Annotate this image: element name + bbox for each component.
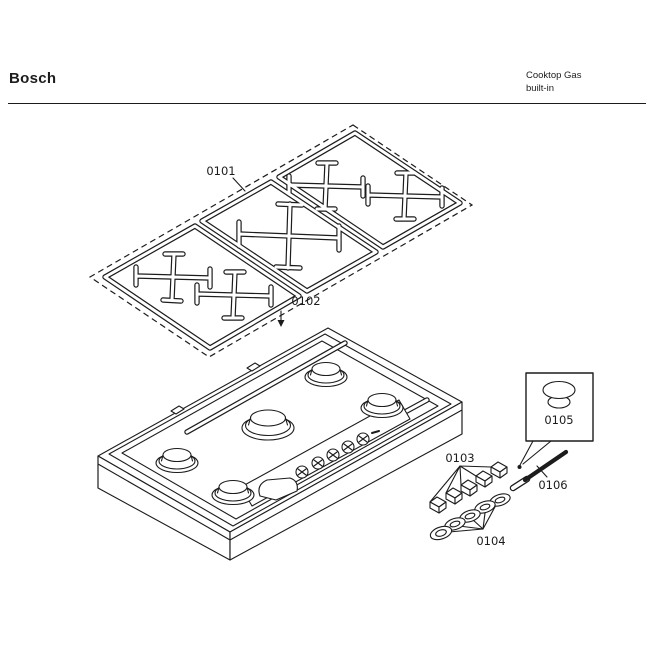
control-knob xyxy=(445,487,463,505)
grate-assembly: 0101 xyxy=(88,124,474,358)
part-label-rings: 0104 xyxy=(476,534,505,548)
part-label-igniter: 0106 xyxy=(538,478,567,492)
grate-leader-line xyxy=(232,177,246,192)
header-rule xyxy=(8,103,646,104)
mounting-clip xyxy=(246,362,261,372)
knob-ring xyxy=(429,525,453,541)
strip-tick xyxy=(371,430,380,434)
valve-spindles xyxy=(295,430,380,479)
cooktop-body: 0102 xyxy=(97,294,463,561)
cooktop-tray-recess xyxy=(121,340,439,520)
igniter-module-cover xyxy=(258,477,298,501)
ring-set: 0104 xyxy=(429,493,511,548)
control-knob xyxy=(460,479,478,497)
part-label-knobs: 0103 xyxy=(445,451,474,465)
product-title: Cooktop Gas built-in xyxy=(526,69,581,95)
ring-fan-lines xyxy=(448,504,497,533)
part-label-cooktop: 0102 xyxy=(291,294,320,308)
grate-outline-dashed xyxy=(88,124,474,358)
control-knob xyxy=(475,470,493,488)
burner-cap-icon xyxy=(542,380,576,409)
part-label-cap: 0105 xyxy=(544,413,573,427)
cap-position-dot xyxy=(517,465,522,469)
burner-left xyxy=(155,447,199,474)
burner-front xyxy=(211,479,255,506)
cooktop-rim-lip xyxy=(97,401,463,561)
control-strip xyxy=(240,399,411,507)
brand-logo: Bosch xyxy=(9,70,57,87)
burner-back xyxy=(304,361,348,388)
control-knob xyxy=(490,461,508,479)
control-knob xyxy=(429,496,447,514)
part-label-grates: 0101 xyxy=(206,164,235,178)
igniter-leader-line xyxy=(536,465,548,478)
product-title-line1: Cooktop Gas xyxy=(526,70,582,81)
knob-ring xyxy=(474,500,496,514)
burner-cap-detail-box: 0105 xyxy=(517,372,594,469)
mounting-clip xyxy=(170,405,185,415)
cooktop-inner-rim xyxy=(108,333,452,527)
detail-box-leader-lines xyxy=(519,440,552,466)
igniter: 0106 xyxy=(509,449,569,492)
knob-fan-lines xyxy=(429,465,492,503)
burner-center xyxy=(241,409,295,441)
burner-right xyxy=(360,392,404,419)
product-title-line2: built-in xyxy=(526,83,554,94)
knob-ring xyxy=(459,509,481,523)
knob-set: 0103 xyxy=(429,451,508,514)
